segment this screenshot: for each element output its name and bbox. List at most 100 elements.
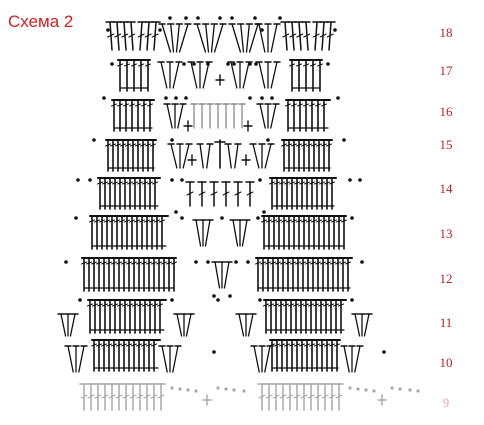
chain-dot — [266, 138, 270, 142]
row10-right-block-stitch-bar — [274, 343, 280, 347]
row14-left-block-stitch-bar — [127, 181, 133, 185]
row14-right-block-stitch-bar — [329, 181, 335, 185]
row12-left-block-stitch-bar — [126, 261, 132, 265]
chain-dot — [232, 62, 236, 66]
row17-left-block-stitch-bar — [131, 63, 137, 67]
row15-left-block-stitch-bar — [125, 143, 131, 147]
row11-right-block-stitch-bar — [338, 303, 344, 307]
fan-stitch — [354, 313, 361, 337]
row13-right-block-stitch-bar — [276, 219, 282, 223]
chain-dot — [64, 260, 68, 264]
row10-right-block-stitch-bar — [329, 343, 335, 347]
fan-stitch — [213, 23, 224, 53]
row16-right-block-stitch-bar — [297, 103, 303, 107]
row16-left-block-stitch-bar — [123, 103, 129, 107]
row14-right-block-stitch-bar — [279, 181, 285, 185]
chain-dot — [398, 387, 402, 391]
double-crochet — [210, 191, 218, 196]
chain-dot — [174, 96, 178, 100]
row12-left-block-stitch-bar — [111, 261, 117, 265]
chain-dot — [194, 260, 198, 264]
fan-stitch — [230, 61, 238, 89]
row16-left-block-stitch-bar — [117, 103, 123, 107]
chain-dot — [242, 389, 246, 393]
chain-dot — [228, 294, 232, 298]
double-crochet — [326, 33, 334, 38]
row15-left-block-stitch-bar — [145, 143, 151, 147]
row16-right-block-stitch-bar — [315, 103, 321, 107]
row12-right-block-stitch-bar — [290, 261, 296, 265]
row10-right-block-stitch-bar — [284, 343, 290, 347]
chain-dot — [218, 16, 222, 20]
row13-right-block-stitch-bar — [311, 219, 317, 223]
double-crochet — [282, 33, 290, 38]
row13-right-block-stitch-bar — [291, 219, 297, 223]
double-crochet — [137, 33, 145, 38]
row15-left-block-stitch-bar — [110, 143, 116, 147]
fan-stitch — [210, 23, 215, 53]
fan-stitch — [177, 103, 184, 129]
row11-right-block-stitch-bar — [323, 303, 329, 307]
row10-left-block-stitch-bar — [146, 343, 152, 347]
chain-dot — [206, 260, 210, 264]
row-number-12: 12 — [439, 271, 453, 286]
fan-stitch — [172, 61, 180, 89]
row12-right-block-stitch-bar — [330, 261, 336, 265]
fan-stitch — [264, 345, 271, 373]
double-crochet — [222, 191, 230, 196]
row13-left-block-stitch-bar — [129, 219, 135, 223]
chain-dot — [248, 96, 252, 100]
double-crochet — [101, 394, 109, 399]
double-crochet — [115, 394, 123, 399]
chain-dot — [216, 298, 220, 302]
chain-dot — [220, 216, 224, 220]
fan-stitch — [270, 61, 278, 89]
row10-right-block-stitch-bar — [294, 343, 300, 347]
chain-dot — [192, 62, 196, 66]
double-crochet — [108, 394, 116, 399]
row14-left-block-stitch-bar — [97, 181, 103, 185]
row12-left-block-stitch-bar — [161, 261, 167, 265]
row13-right-block-stitch-bar — [281, 219, 287, 223]
row13-left-block-stitch-bar — [114, 219, 120, 223]
fan-stitch — [199, 143, 204, 169]
row15-right-block-stitch-bar — [306, 143, 312, 147]
row10-left-block-stitch-bar — [106, 343, 112, 347]
row17-left-block-stitch-bar — [117, 63, 123, 67]
row14-right-block-stitch-bar — [299, 181, 305, 185]
chain-dot — [180, 178, 184, 182]
row15-left-block-stitch-bar — [140, 143, 146, 147]
double-crochet — [296, 33, 304, 38]
fan-stitch — [242, 61, 250, 89]
row14-left-block-stitch-bar — [102, 181, 108, 185]
fan-stitch — [166, 103, 173, 129]
row12-right-block-stitch-bar — [315, 261, 321, 265]
row15-right-block-stitch-bar — [326, 143, 332, 147]
fan-stitch — [258, 61, 266, 89]
row12-left-block-stitch-bar — [91, 261, 97, 265]
row12-left-block-stitch-bar — [116, 261, 122, 265]
row10-right-block-stitch-bar — [299, 343, 305, 347]
fan-stitch — [170, 23, 175, 53]
chain-dot — [230, 16, 234, 20]
chain-dot — [170, 298, 174, 302]
double-crochet — [87, 394, 95, 399]
double-crochet — [246, 191, 254, 196]
row12-left-block-stitch-bar — [96, 261, 102, 265]
double-crochet — [335, 394, 343, 399]
double-crochet — [234, 191, 242, 196]
double-crochet — [312, 33, 320, 38]
double-crochet — [130, 21, 134, 51]
row13-left-block-stitch-bar — [139, 219, 145, 223]
row10-left-block-stitch-bar — [91, 343, 97, 347]
double-crochet — [305, 21, 309, 51]
row16-right-block-stitch-bar — [303, 103, 309, 107]
row11-left-block-stitch-bar — [152, 303, 158, 307]
row13-right-block-stitch-bar — [336, 219, 342, 223]
row10-right-block-stitch-bar — [304, 343, 310, 347]
double-crochet — [123, 21, 127, 51]
chain-dot — [350, 216, 354, 220]
row11-left-block-stitch-bar — [132, 303, 138, 307]
row11-left-block-stitch-bar — [107, 303, 113, 307]
